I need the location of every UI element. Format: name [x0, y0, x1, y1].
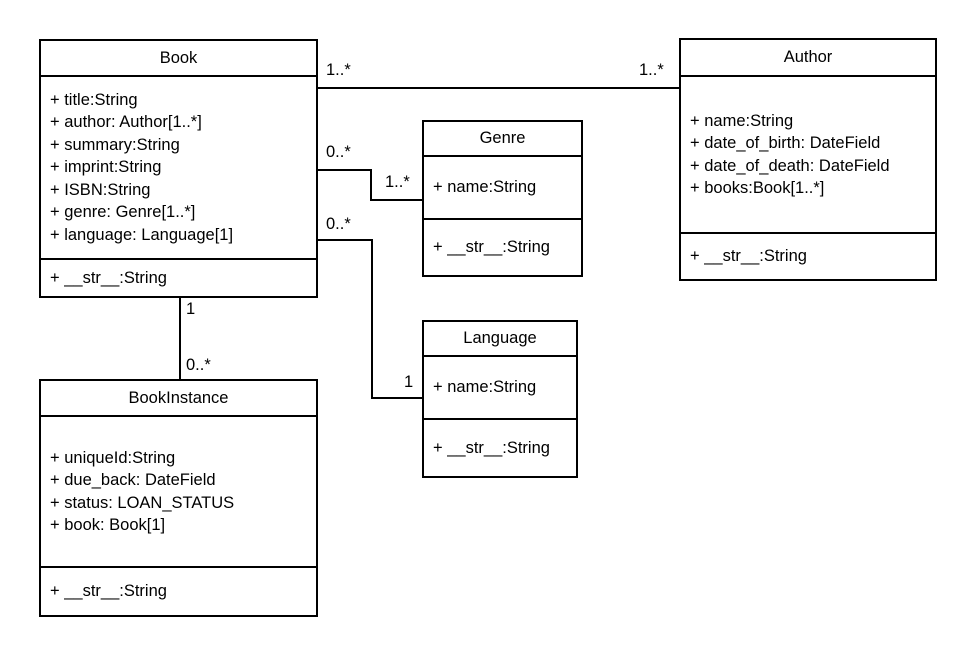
- class-box-genre[interactable]: Genre + name:String + __str__:String: [422, 120, 583, 277]
- class-box-language[interactable]: Language + name:String + __str__:String: [422, 320, 578, 478]
- member-line: + summary:String: [50, 135, 180, 154]
- class-methods-bookinstance: + __str__:String: [41, 566, 316, 615]
- class-title-bookinstance: BookInstance: [41, 381, 316, 417]
- class-attributes-genre: + name:String: [424, 157, 581, 218]
- multiplicity-book-author-source: 1..*: [326, 61, 351, 79]
- member-line: + name:String: [690, 111, 794, 130]
- member-line: + __str__:String: [433, 438, 550, 457]
- class-methods-book: + __str__:String: [41, 258, 316, 296]
- class-title-book: Book: [41, 41, 316, 77]
- member-line: + books:Book[1..*]: [690, 179, 825, 197]
- class-box-book[interactable]: Book + title:String + author: Author[1..*…: [39, 39, 318, 298]
- member-line: + __str__:String: [50, 268, 167, 287]
- member-line: + date_of_birth: DateField: [690, 134, 881, 152]
- class-attributes-language: + name:String: [424, 357, 576, 418]
- member-line: + date_of_death: DateField: [690, 156, 890, 175]
- multiplicity-book-language-source: 0..*: [326, 215, 351, 233]
- multiplicity-book-genre-target: 1..*: [385, 173, 410, 191]
- member-line: + imprint:String: [50, 158, 162, 177]
- member-line: + language: Language[1]: [50, 225, 234, 244]
- member-line: + title:String: [50, 90, 138, 109]
- multiplicity-book-genre-source: 0..*: [326, 143, 351, 161]
- class-title-author: Author: [681, 40, 935, 77]
- class-methods-language: + __str__:String: [424, 418, 576, 476]
- class-attributes-bookinstance: + uniqueId:String + due_back: DateField + …: [41, 417, 316, 566]
- class-attributes-author: + name:String + date_of_birth: DateField +…: [681, 77, 935, 232]
- class-title-genre: Genre: [424, 122, 581, 157]
- member-line: + name:String: [433, 178, 537, 197]
- member-line: + ISBN:String: [50, 180, 151, 199]
- member-line: + uniqueId:String: [50, 448, 176, 467]
- multiplicity-book-bookinstance-source: 1: [186, 300, 196, 318]
- class-methods-author: + __str__:String: [681, 232, 935, 279]
- member-line: + __str__:String: [433, 238, 550, 257]
- member-line: + due_back: DateField: [50, 471, 216, 489]
- multiplicity-book-language-target: 1: [404, 373, 414, 391]
- class-box-bookinstance[interactable]: BookInstance + uniqueId:String + due_back…: [39, 379, 318, 617]
- member-line: + status: LOAN_STATUS: [50, 493, 235, 512]
- member-line: + __str__:String: [690, 247, 807, 266]
- member-line: + __str__:String: [50, 582, 167, 601]
- class-attributes-book: + title:String + author: Author[1..*] + su…: [41, 77, 316, 258]
- member-line: + name:String: [433, 378, 537, 397]
- multiplicity-book-author-target: 1..*: [639, 61, 664, 79]
- member-line: + genre: Genre[1..*]: [50, 203, 196, 222]
- member-line: + book: Book[1]: [50, 516, 166, 534]
- class-methods-genre: + __str__:String: [424, 218, 581, 275]
- class-box-author[interactable]: Author + name:String + date_of_birth: Dat…: [679, 38, 937, 281]
- class-title-language: Language: [424, 322, 576, 357]
- member-line: + author: Author[1..*]: [50, 113, 202, 132]
- multiplicity-book-bookinstance-target: 0..*: [186, 356, 211, 374]
